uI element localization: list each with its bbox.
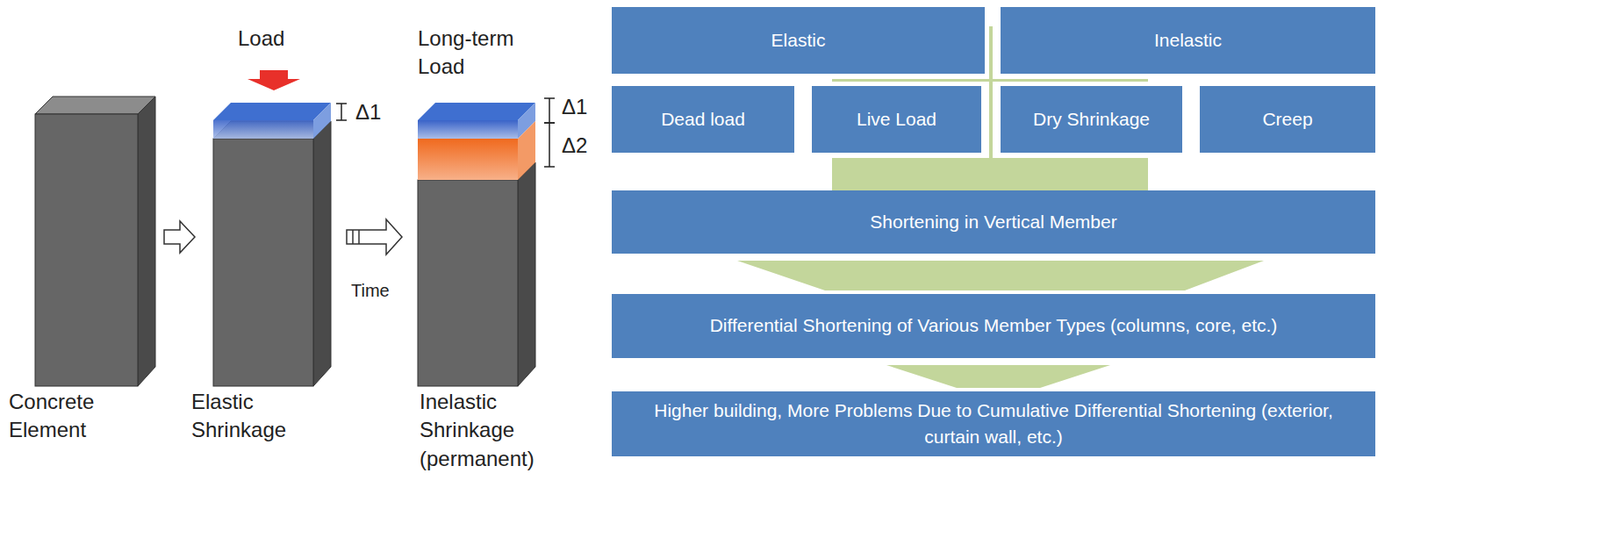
- caption-label: Long-term Load: [417, 24, 559, 82]
- box-text: Shortening in Vertical Member: [869, 208, 1117, 236]
- merge-bar: [990, 157, 1148, 191]
- process-box: Inelastic: [1000, 7, 1376, 74]
- caption-label: Concrete Element: [8, 387, 141, 445]
- caption-label: Time: [351, 279, 422, 303]
- box-text: Higher building, More Problems Due to Cu…: [625, 397, 1362, 452]
- process-box: Differential Shortening of Various Membe…: [611, 294, 1376, 359]
- box-text: Dead load: [660, 106, 746, 133]
- process-box: Creep: [1199, 86, 1376, 153]
- caption-label: Δ2: [561, 131, 615, 160]
- box-text: Elastic: [771, 27, 826, 54]
- caption-label: Load: [237, 24, 344, 53]
- box-text: Differential Shortening of Various Membe…: [710, 312, 1278, 339]
- step-arrow: [346, 219, 402, 255]
- caption-label: Δ1: [355, 98, 409, 127]
- concrete-block: [35, 96, 156, 387]
- caption-label: Elastic Shrinkage: [191, 387, 323, 445]
- process-box: Elastic: [611, 7, 985, 74]
- process-box: Shortening in Vertical Member: [611, 190, 1376, 254]
- process-box: Higher building, More Problems Due to Cu…: [611, 391, 1376, 457]
- process-box: Dry Shrinkage: [1000, 86, 1183, 153]
- concrete-block: [417, 102, 536, 387]
- merge-bar: [832, 157, 991, 191]
- step-arrow: [164, 221, 195, 253]
- funnel-arrow: [737, 260, 1264, 291]
- process-box: Live Load: [811, 86, 982, 153]
- concrete-block: [213, 102, 331, 387]
- box-text: Dry Shrinkage: [1033, 106, 1150, 133]
- dimension-marker: [336, 98, 555, 167]
- box-text: Creep: [1262, 106, 1313, 133]
- caption-label: Δ1: [561, 93, 615, 122]
- caption-label: Inelastic Shrinkage (permanent): [419, 387, 560, 474]
- box-text: Inelastic: [1154, 27, 1222, 54]
- process-box: Dead load: [611, 86, 795, 153]
- box-text: Live Load: [856, 106, 937, 133]
- load-arrow: [247, 70, 301, 91]
- funnel-arrow: [886, 365, 1111, 388]
